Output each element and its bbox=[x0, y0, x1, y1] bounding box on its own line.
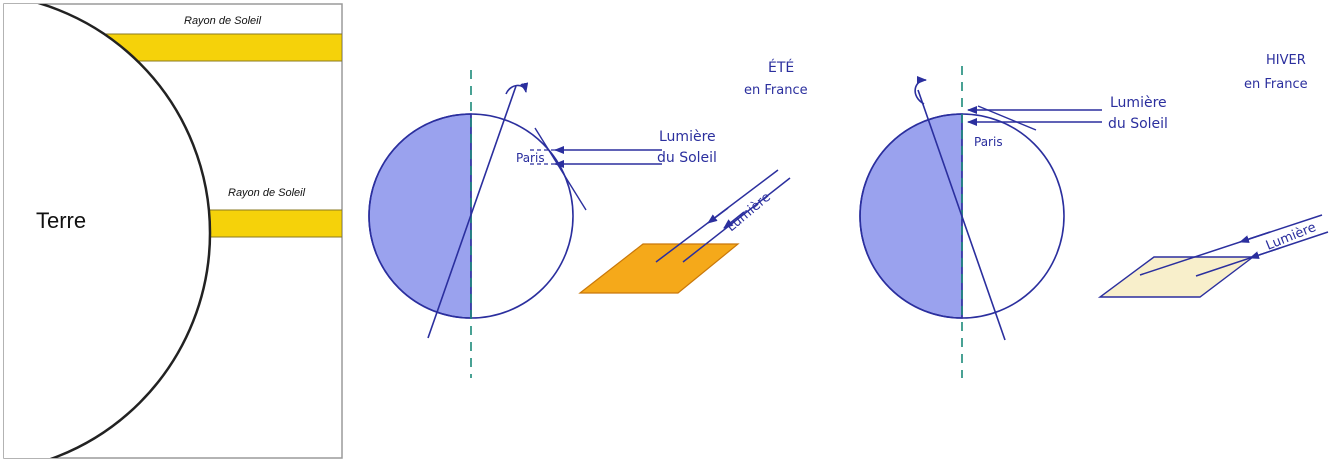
summer-rotation-arrow bbox=[505, 82, 529, 95]
winter-surface-arrow-lower bbox=[1249, 247, 1281, 259]
winter-night-hemisphere bbox=[859, 113, 963, 319]
earth-label: Terre bbox=[36, 208, 86, 233]
winter-season-title: HIVER bbox=[1266, 53, 1306, 68]
summer-lit-surface bbox=[578, 243, 740, 294]
ray-label-middle: Rayon de Soleil bbox=[228, 187, 306, 199]
winter-light-label-line2: du Soleil bbox=[1108, 116, 1168, 132]
summer-rotation-axis bbox=[427, 85, 517, 339]
winter-paris-label: Paris bbox=[974, 135, 1003, 149]
summer-paris-label: Paris bbox=[516, 151, 545, 165]
sun-ray-top bbox=[95, 33, 342, 62]
winter-surface-arrow-upper bbox=[1239, 231, 1271, 243]
summer-season-title: ÉTÉ bbox=[768, 59, 794, 76]
winter-light-label-line1: Lumière bbox=[1110, 95, 1167, 111]
summer-light-label-line2: du Soleil bbox=[657, 150, 717, 166]
summer-surface-arrow-right bbox=[723, 211, 745, 229]
summer-surface-light-label: Lumière bbox=[724, 190, 774, 235]
summer-surface-ray-right bbox=[682, 177, 791, 263]
summer-season-subtitle: en France bbox=[744, 83, 808, 98]
winter-rotation-arrow bbox=[914, 76, 927, 105]
winter-panel: Paris Lumière du Soleil HIVER en France … bbox=[859, 53, 1329, 378]
sun-ray-middle bbox=[199, 209, 342, 238]
summer-tangent-line bbox=[534, 127, 587, 211]
winter-surface-ray-upper bbox=[1139, 214, 1323, 276]
ray-label-top: Rayon de Soleil bbox=[184, 15, 262, 27]
winter-rotation-axis bbox=[917, 89, 1006, 341]
left-panel: Rayon de Soleil Rayon de Soleil Terre bbox=[3, 3, 343, 459]
winter-season-subtitle: en France bbox=[1244, 77, 1308, 92]
earth-circle bbox=[4, 4, 212, 458]
summer-panel: Paris Lumière du Soleil ÉTÉ en France Lu… bbox=[368, 59, 808, 378]
summer-surface-arrow-left bbox=[707, 207, 729, 224]
summer-night-hemisphere bbox=[368, 113, 472, 319]
summer-light-label-line1: Lumière bbox=[659, 129, 716, 145]
